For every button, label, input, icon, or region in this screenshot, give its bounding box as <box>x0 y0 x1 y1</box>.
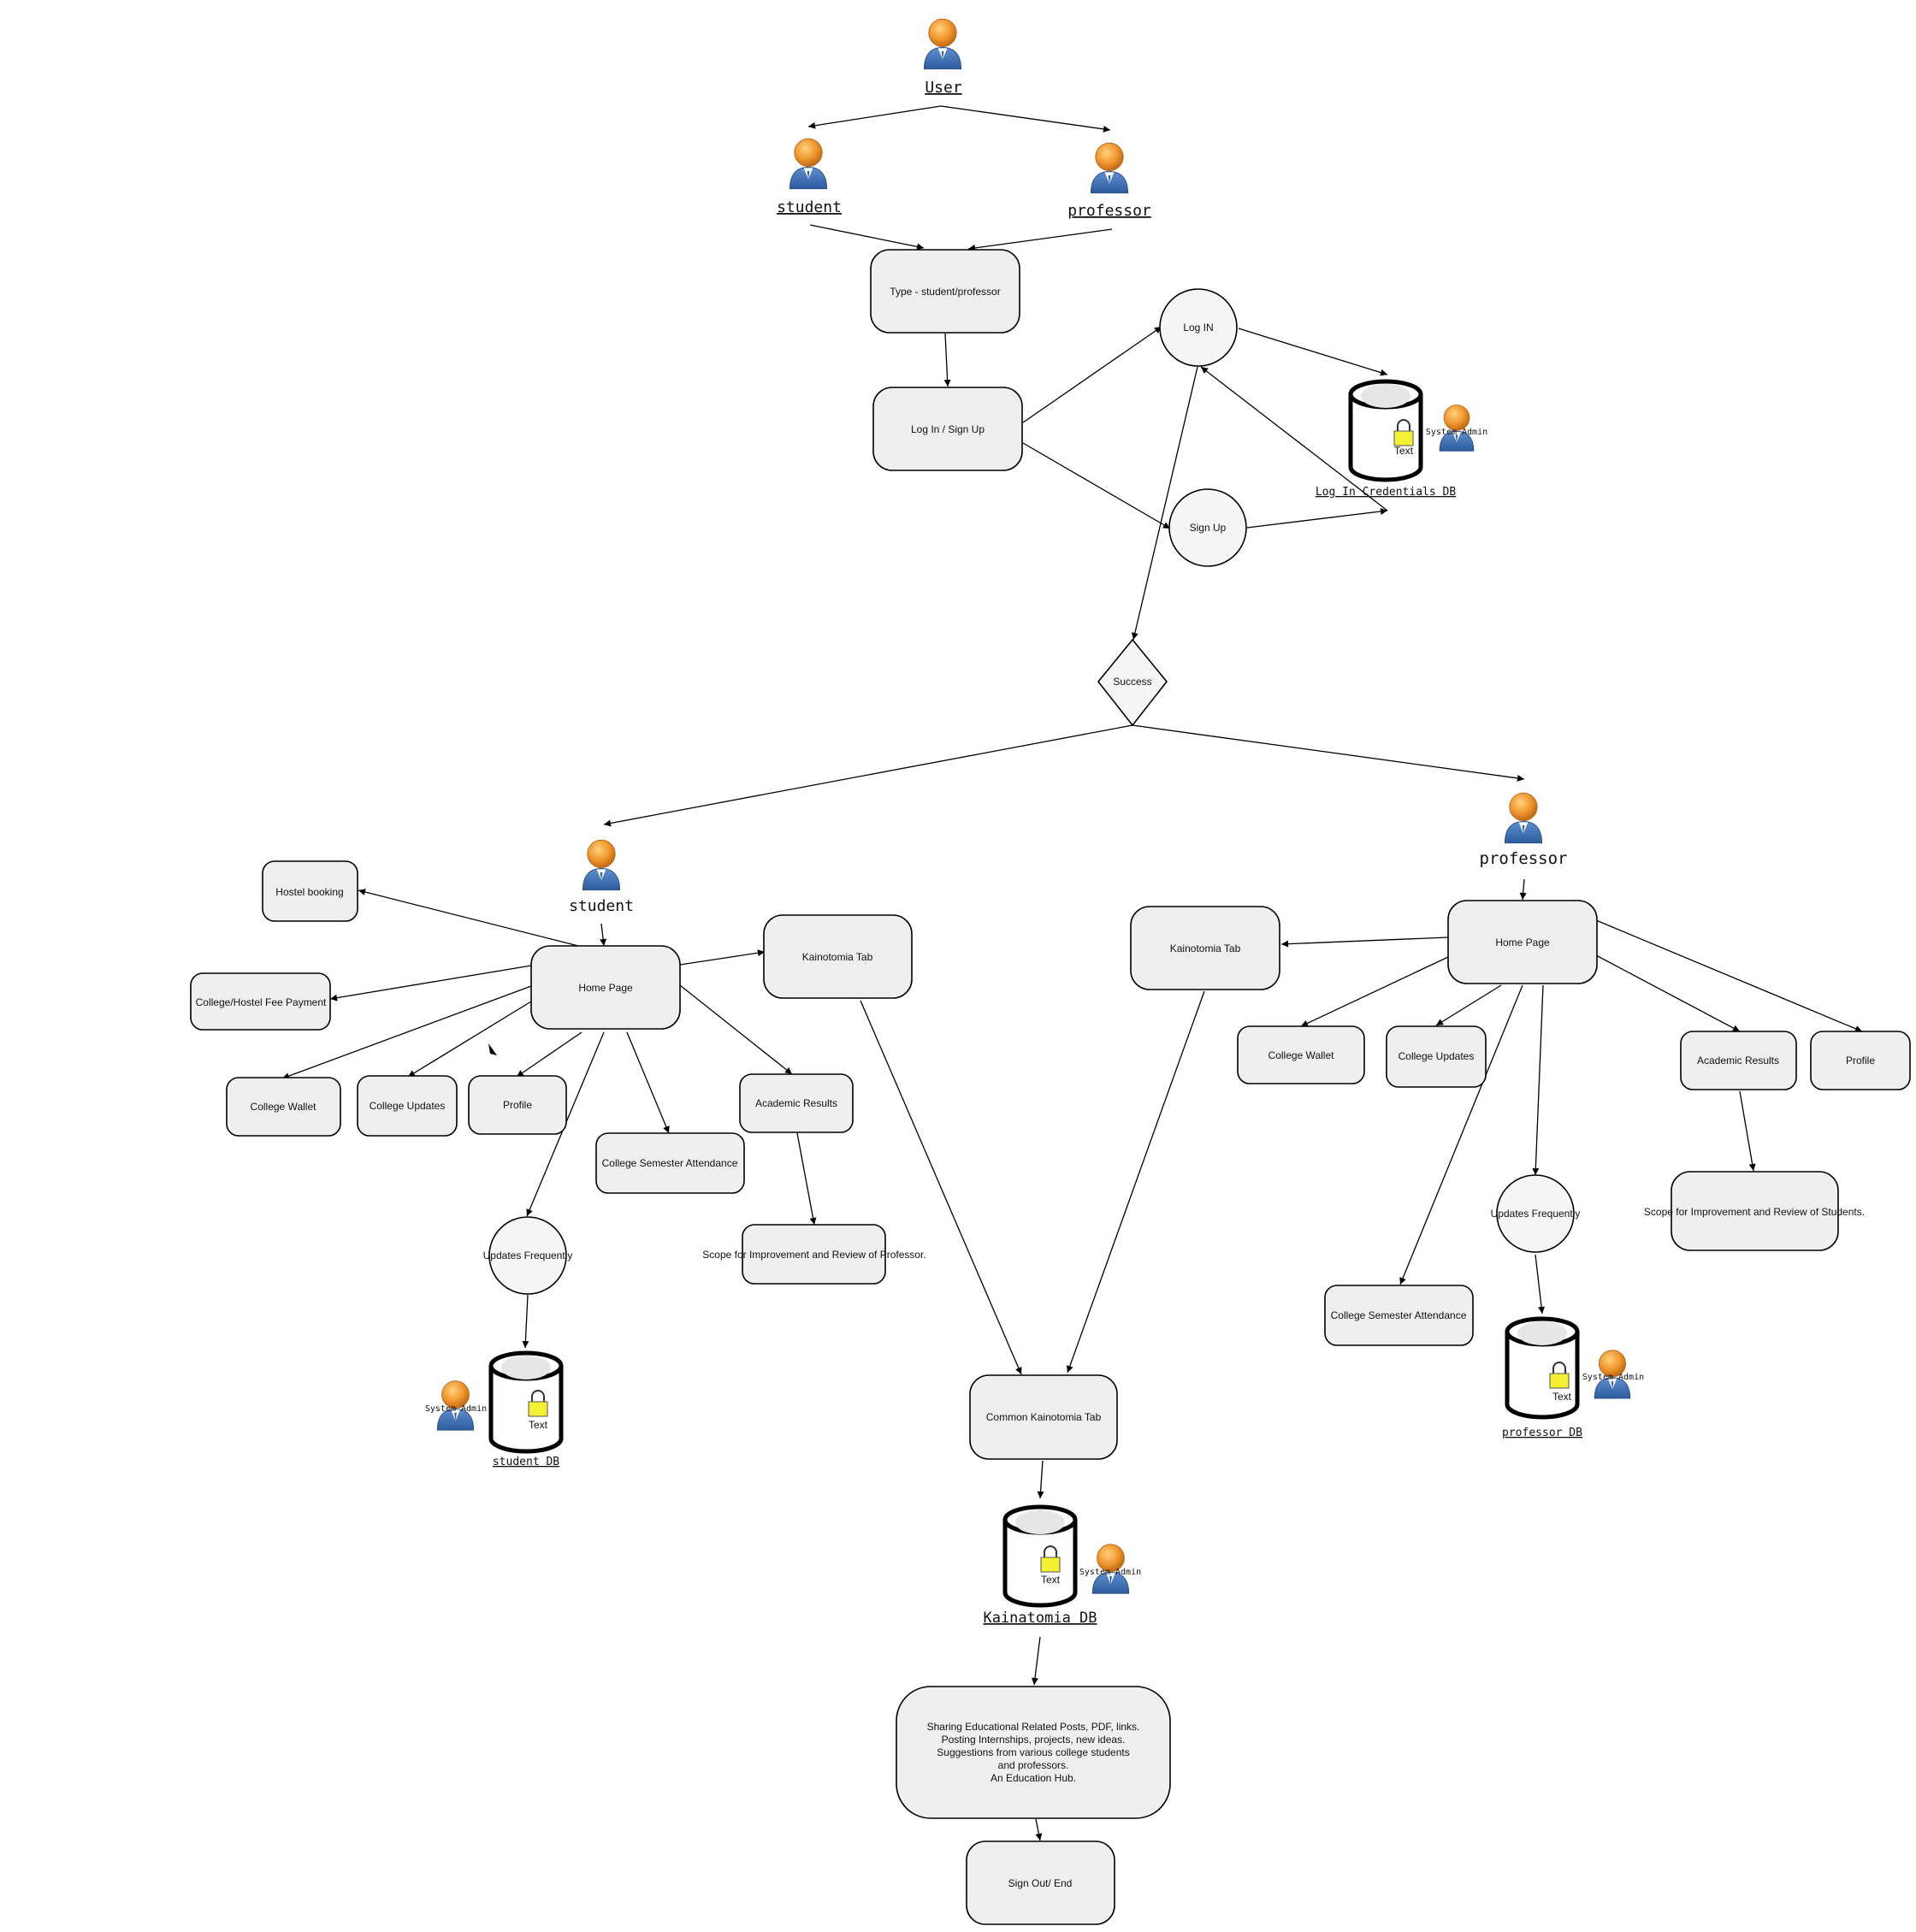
kainatomia-db: Text Kainatomia DB <box>983 1504 1097 1627</box>
svg-text:User: User <box>925 79 962 97</box>
student-actor-mid: student <box>569 839 634 915</box>
svg-text:System Admin: System Admin <box>1079 1568 1141 1577</box>
svg-text:College Semester Attendance: College Semester Attendance <box>1331 1309 1467 1321</box>
system-admin-student: System Admin <box>425 1380 487 1431</box>
svg-text:Updates Frequently: Updates Frequently <box>1491 1208 1581 1220</box>
svg-text:professor: professor <box>1067 202 1151 220</box>
svg-text:Profile: Profile <box>1846 1055 1875 1066</box>
svg-text:professor DB: professor DB <box>1502 1427 1582 1439</box>
success-diamond: Success <box>1097 638 1168 727</box>
svg-text:student DB: student DB <box>493 1456 559 1468</box>
student-kainotomia-tab-box: Kainotomia Tab <box>763 914 913 999</box>
svg-text:System Admin: System Admin <box>1582 1373 1644 1382</box>
login-circle: Log IN <box>1159 288 1238 367</box>
svg-text:Academic Results: Academic Results <box>1697 1055 1779 1066</box>
credentials-db: Text Log In Credentials DB <box>1316 379 1457 499</box>
student-college-updates-box: College Updates <box>357 1075 458 1137</box>
svg-text:Sign Up: Sign Up <box>1190 522 1227 534</box>
svg-text:College Updates: College Updates <box>370 1100 446 1112</box>
svg-text:Sign Out/ End: Sign Out/ End <box>1008 1877 1073 1889</box>
svg-text:Profile: Profile <box>503 1099 532 1111</box>
hub-line-3: Suggestions from various college student… <box>937 1746 1129 1758</box>
svg-text:Text: Text <box>529 1419 548 1431</box>
svg-text:Kainatomia DB: Kainatomia DB <box>983 1610 1097 1627</box>
svg-text:Scope for Improvement and Revi: Scope for Improvement and Review of Prof… <box>702 1249 925 1261</box>
type-box: Type - student/professor <box>870 249 1020 334</box>
hub-line-5: An Education Hub. <box>991 1772 1076 1784</box>
svg-text:College Wallet: College Wallet <box>251 1101 317 1113</box>
system-admin-credentials: System Admin <box>1426 405 1487 452</box>
student-updates-frequently-circle: Updates Frequently <box>483 1216 573 1295</box>
connectors <box>281 105 1863 1841</box>
education-hub-box: Sharing Educational Related Posts, PDF, … <box>896 1686 1171 1819</box>
svg-text:College Semester Attendance: College Semester Attendance <box>602 1157 738 1169</box>
lock-icon <box>1393 419 1414 446</box>
professor-updates-frequently-circle: Updates Frequently <box>1491 1174 1581 1253</box>
svg-text:College/Hostel Fee Payment: College/Hostel Fee Payment <box>196 996 327 1008</box>
svg-text:professor: professor <box>1480 849 1568 868</box>
hub-line-2: Posting Internships, projects, new ideas… <box>942 1734 1126 1746</box>
svg-text:Home Page: Home Page <box>1495 936 1550 948</box>
svg-text:student: student <box>569 897 634 915</box>
student-college-wallet-box: College Wallet <box>226 1077 341 1137</box>
hub-line-1: Sharing Educational Related Posts, PDF, … <box>927 1721 1140 1733</box>
svg-text:Kainotomia Tab: Kainotomia Tab <box>802 951 873 963</box>
svg-text:Updates Frequently: Updates Frequently <box>483 1250 573 1261</box>
professor-actor-top: professor <box>1067 142 1151 220</box>
common-kainotomia-tab-box: Common Kainotomia Tab <box>969 1374 1118 1460</box>
hub-line-4: and professors. <box>998 1759 1069 1771</box>
svg-text:College Wallet: College Wallet <box>1268 1049 1335 1061</box>
student-db: Text student DB <box>488 1350 564 1468</box>
professor-home-page-box: Home Page <box>1447 900 1598 984</box>
svg-text:Scope for Improvement and Revi: Scope for Improvement and Review of Stud… <box>1644 1206 1865 1218</box>
svg-text:Hostel booking: Hostel booking <box>275 886 343 898</box>
professor-academic-results-box: Academic Results <box>1680 1031 1797 1090</box>
system-admin-kainatomia: System Admin <box>1079 1544 1141 1594</box>
professor-db: Text professor DB <box>1502 1316 1582 1439</box>
svg-text:Common Kainotomia Tab: Common Kainotomia Tab <box>986 1411 1102 1423</box>
svg-text:Text: Text <box>1552 1391 1572 1403</box>
professor-profile-box: Profile <box>1810 1031 1911 1090</box>
user-actor: User <box>923 18 962 97</box>
lock-icon <box>528 1390 548 1417</box>
professor-college-updates-box: College Updates <box>1386 1025 1487 1088</box>
svg-text:Log In Credentials DB: Log In Credentials DB <box>1316 486 1457 499</box>
lock-icon <box>1040 1545 1061 1573</box>
svg-text:Type - student/professor: Type - student/professor <box>890 286 1000 298</box>
professor-kainotomia-tab-box: Kainotomia Tab <box>1130 906 1280 990</box>
fee-payment-box: College/Hostel Fee Payment <box>190 972 331 1031</box>
svg-text:student: student <box>777 198 842 216</box>
svg-text:Text: Text <box>1394 445 1414 457</box>
system-admin-professor: System Admin <box>1582 1350 1644 1399</box>
student-semester-attendance-box: College Semester Attendance <box>595 1132 745 1194</box>
professor-semester-attendance-box: College Semester Attendance <box>1324 1285 1474 1346</box>
signup-circle: Sign Up <box>1168 488 1247 567</box>
svg-text:Home Page: Home Page <box>578 982 633 994</box>
svg-text:Log In / Sign Up: Log In / Sign Up <box>911 423 985 435</box>
professor-actor-mid: professor <box>1480 792 1568 868</box>
svg-text:System Admin: System Admin <box>1426 428 1487 437</box>
svg-text:College Updates: College Updates <box>1399 1050 1475 1062</box>
login-signup-box: Log In / Sign Up <box>872 387 1023 471</box>
professor-college-wallet-box: College Wallet <box>1237 1025 1365 1084</box>
hostel-booking-box: Hostel booking <box>262 860 358 922</box>
svg-text:Success: Success <box>1113 676 1151 688</box>
student-home-page-box: Home Page <box>530 945 681 1030</box>
lock-icon <box>1549 1362 1570 1389</box>
svg-text:Academic Results: Academic Results <box>755 1097 837 1109</box>
svg-text:Kainotomia Tab: Kainotomia Tab <box>1170 942 1241 954</box>
svg-text:Log IN: Log IN <box>1183 322 1213 334</box>
professor-scope-review-box: Scope for Improvement and Review of Stud… <box>1644 1171 1865 1251</box>
student-scope-review-box: Scope for Improvement and Review of Prof… <box>702 1224 926 1285</box>
signout-box: Sign Out/ End <box>966 1840 1115 1925</box>
svg-text:Text: Text <box>1041 1574 1061 1586</box>
student-actor-top: student <box>777 138 842 216</box>
student-profile-box: Profile <box>468 1075 567 1135</box>
svg-text:System Admin: System Admin <box>425 1404 487 1414</box>
student-academic-results-box: Academic Results <box>739 1073 854 1133</box>
